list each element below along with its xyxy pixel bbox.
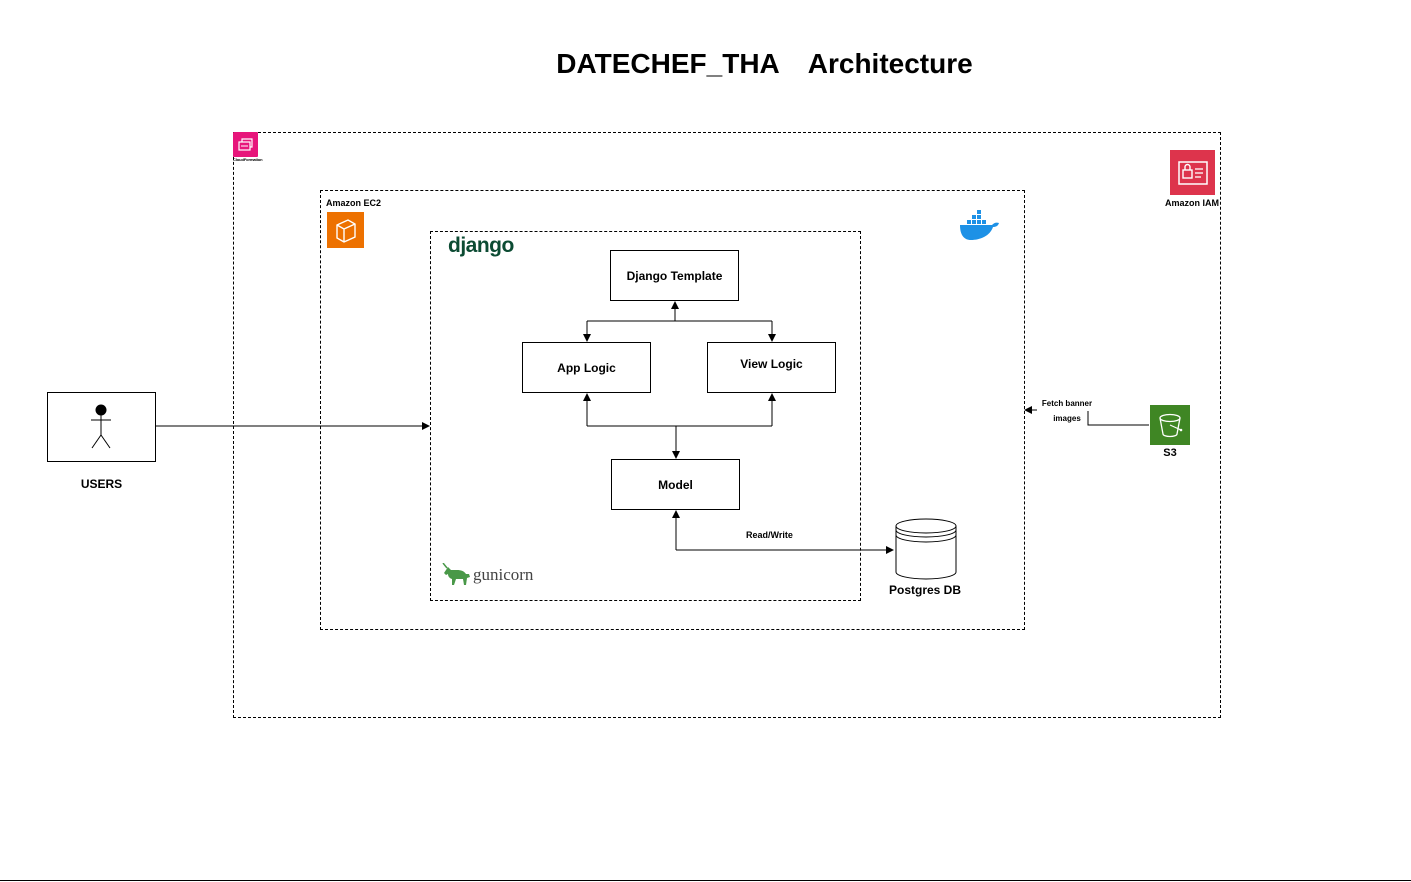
fetch-label-line2: images — [1053, 414, 1081, 423]
ec2-icon — [327, 212, 364, 248]
model-box: Model — [611, 459, 740, 510]
cloudformation-boundary — [233, 132, 1221, 718]
view-logic-box: View Logic — [707, 342, 836, 393]
actor-icon — [91, 404, 111, 449]
ec2-label: Amazon EC2 — [326, 198, 382, 208]
s3-bucket-icon — [1150, 405, 1190, 445]
iam-icon — [1170, 150, 1215, 195]
read-write-label: Read/Write — [746, 530, 793, 540]
s3-label: S3 — [1163, 447, 1177, 459]
page-title: DATECHEF_THA Architecture — [0, 48, 1411, 80]
title-left: DATECHEF_THA — [556, 48, 780, 79]
users-box — [47, 392, 156, 462]
gunicorn-logo: gunicorn — [473, 565, 534, 584]
iam-label: Amazon IAM — [1165, 198, 1219, 208]
fetch-banner-label: Fetch banner images — [1037, 396, 1097, 426]
db-label: Postgres DB — [888, 583, 962, 597]
django-template-box: Django Template — [610, 250, 739, 301]
unicorn-icon — [442, 562, 472, 587]
cloudformation-icon — [233, 132, 258, 157]
title-right: Architecture — [807, 48, 973, 79]
users-label: USERS — [80, 477, 123, 491]
fetch-label-line1: Fetch banner — [1037, 396, 1097, 411]
docker-whale-icon — [958, 210, 1000, 242]
bottom-divider — [0, 880, 1411, 881]
django-logo: django — [448, 234, 514, 257]
app-logic-box: App Logic — [522, 342, 651, 393]
cloudformation-label: CloudFormation — [233, 157, 263, 162]
django-boundary — [430, 231, 861, 601]
database-icon — [894, 518, 958, 582]
